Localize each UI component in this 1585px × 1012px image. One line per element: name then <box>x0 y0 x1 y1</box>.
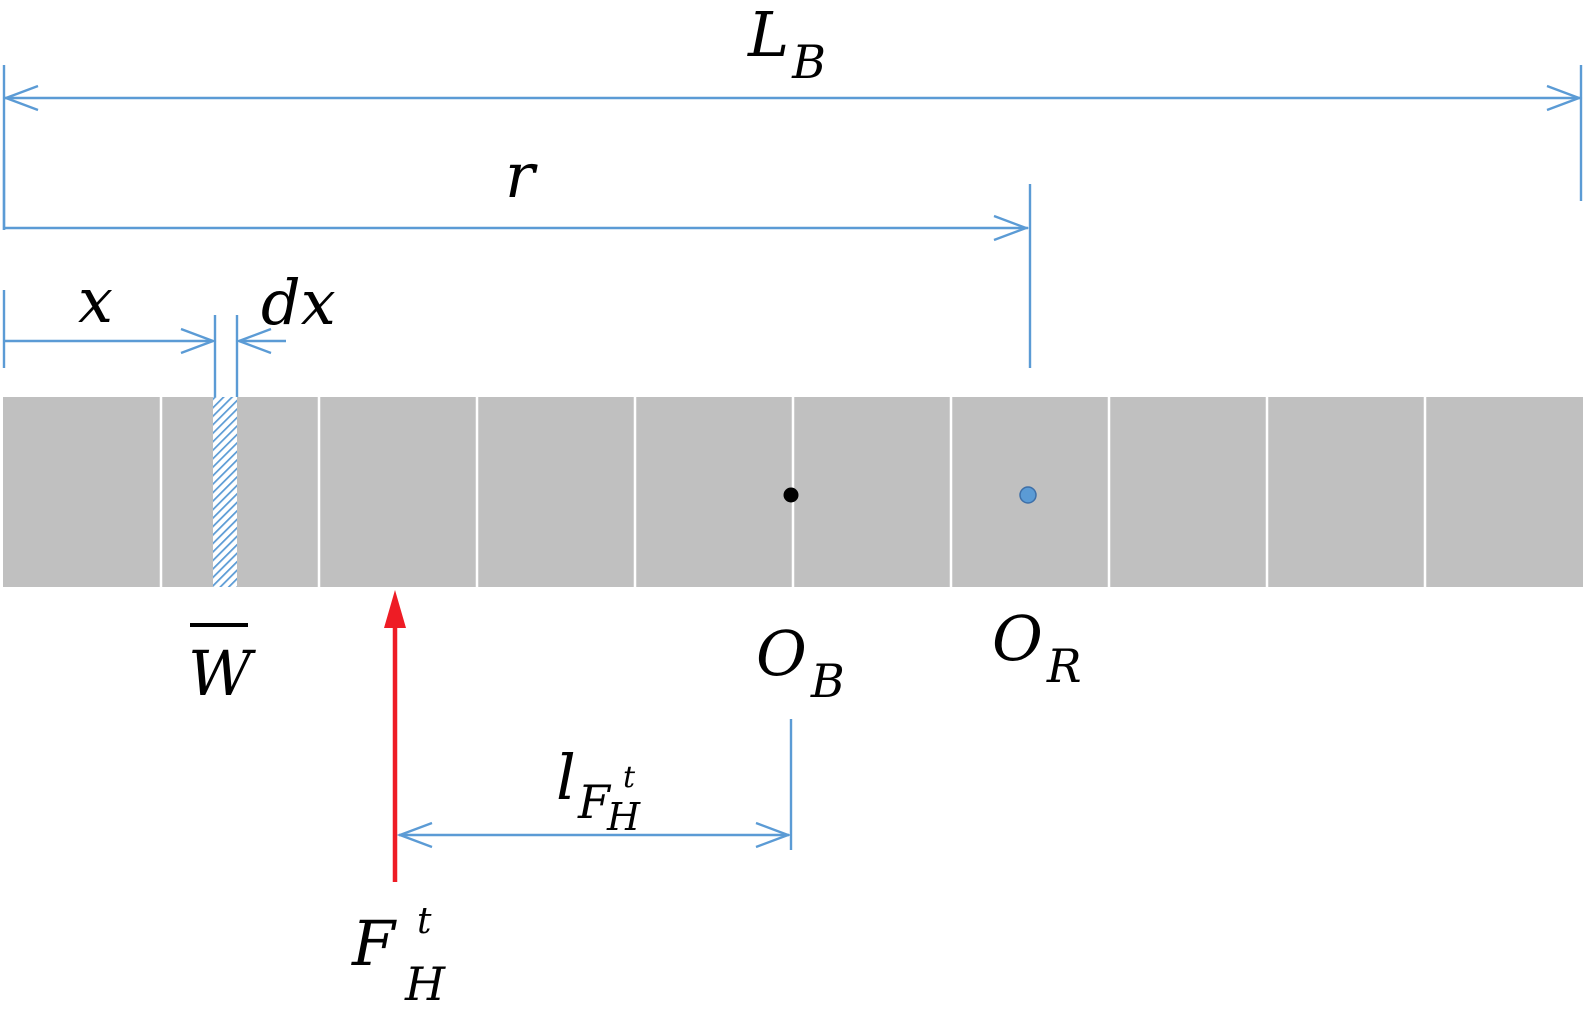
center-r-point <box>1019 486 1037 504</box>
force-label-superscript: t <box>417 901 432 942</box>
moment-arm-sub-subscript: H <box>606 795 641 839</box>
increment-label: dx <box>261 266 336 339</box>
moment-arm-dimension <box>396 719 793 850</box>
center-r-label: OR <box>992 602 1081 693</box>
beam-segment-separators <box>159 397 1427 587</box>
force-label: F <box>351 907 397 980</box>
moment-arm-sub-force: F <box>577 775 612 829</box>
force-arrow-head <box>384 590 406 628</box>
beam <box>3 397 1583 587</box>
force-label-subscript: H <box>404 957 446 1011</box>
radius-arrow-right <box>993 214 1030 242</box>
center-b-label: OB <box>756 617 845 708</box>
mass-element-dx <box>213 397 237 587</box>
moment-arm-arrow-right <box>755 821 792 849</box>
position-dimension <box>2 290 286 397</box>
length-label: LB <box>747 0 826 89</box>
increment-arrow-left <box>235 327 272 355</box>
length-dimension <box>2 65 1583 230</box>
weight-label: W <box>188 637 256 710</box>
moment-arm-sub-superscript: t <box>623 760 636 795</box>
radius-dimension <box>2 150 1032 368</box>
position-label: x <box>78 264 113 337</box>
force-arrow <box>384 590 406 882</box>
center-b-point <box>783 487 799 503</box>
position-arrow-right <box>180 327 217 355</box>
length-arrow-right <box>1546 84 1583 112</box>
radius-label: r <box>505 139 538 212</box>
length-arrow-left <box>2 84 39 112</box>
moment-arm-label: l <box>556 741 576 814</box>
moment-arm-arrow-left <box>396 821 433 849</box>
